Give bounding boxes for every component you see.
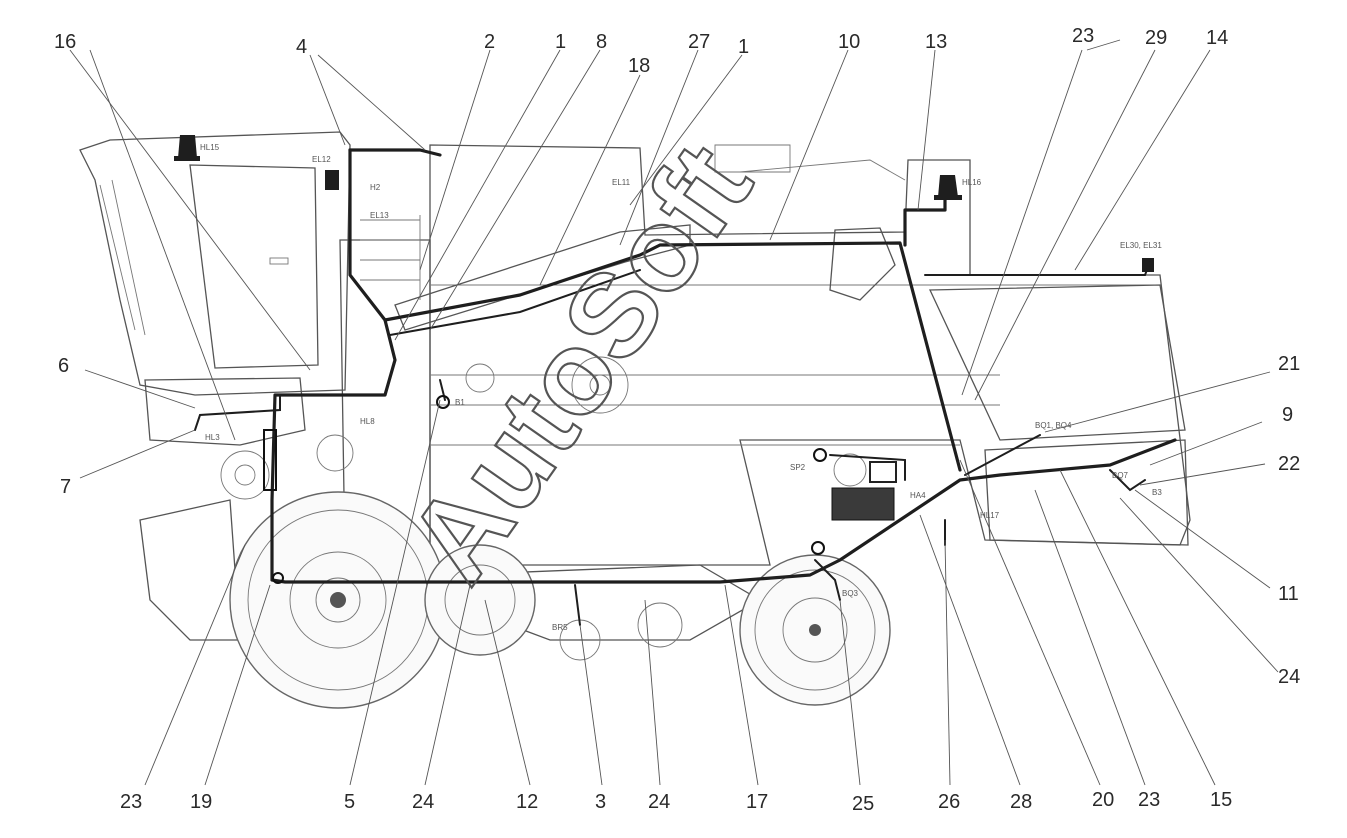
callout-23-bottom-left: 23 xyxy=(120,791,142,813)
label-br5: BR5 xyxy=(552,623,568,632)
callout-24-bottom-b: 24 xyxy=(648,791,670,813)
label-hl17: HL17 xyxy=(980,511,1000,520)
callout-24-right: 24 xyxy=(1278,666,1300,688)
label-bq7: BQ7 xyxy=(1112,471,1129,480)
label-bq1-bq4: BQ1, BQ4 xyxy=(1035,421,1072,430)
callout-3: 3 xyxy=(595,791,606,813)
label-h2: H2 xyxy=(370,183,381,192)
callout-8: 8 xyxy=(596,31,607,53)
label-hl15: HL15 xyxy=(200,143,220,152)
callout-10: 10 xyxy=(838,31,860,53)
rear-wheel xyxy=(739,554,891,706)
autosoft-watermark: AutoSoft xyxy=(383,121,777,605)
callout-2: 2 xyxy=(484,31,495,53)
callout-numbers: 16 4 2 1 8 18 27 1 10 13 23 29 14 6 7 21… xyxy=(54,25,1300,815)
label-el11: EL11 xyxy=(612,178,631,187)
callout-27: 27 xyxy=(688,31,710,53)
callout-12: 12 xyxy=(516,791,538,813)
callout-20: 20 xyxy=(1092,789,1114,811)
component-labels: HL15 EL12 H2 EL13 EL11 HL16 EL30, EL31 H… xyxy=(200,143,1162,632)
callout-14: 14 xyxy=(1206,27,1228,49)
label-hl3: HL3 xyxy=(205,433,220,442)
label-b3: B3 xyxy=(1152,488,1162,497)
callout-5: 5 xyxy=(344,791,355,813)
label-sp2: SP2 xyxy=(790,463,806,472)
callout-25: 25 xyxy=(852,793,874,815)
callout-15: 15 xyxy=(1210,789,1232,811)
beacon-lamps xyxy=(174,135,1154,272)
label-el30-el31: EL30, EL31 xyxy=(1120,241,1162,250)
label-hl16: HL16 xyxy=(962,178,982,187)
label-el12: EL12 xyxy=(312,155,331,164)
callout-1-top: 1 xyxy=(555,31,566,53)
callout-23-bottom-right: 23 xyxy=(1138,789,1160,811)
label-hl8: HL8 xyxy=(360,417,375,426)
leader-lines xyxy=(69,39,1279,786)
callout-11: 11 xyxy=(1278,583,1299,605)
wiring-harness xyxy=(194,148,1177,626)
callout-1-right: 1 xyxy=(738,36,749,58)
callout-7: 7 xyxy=(60,476,71,498)
label-el13: EL13 xyxy=(370,211,389,220)
callout-16: 16 xyxy=(54,31,76,53)
callout-26: 26 xyxy=(938,791,960,813)
callout-19: 19 xyxy=(190,791,212,813)
callout-28: 28 xyxy=(1010,791,1032,813)
callout-23-top: 23 xyxy=(1072,25,1094,47)
label-bq3: BQ3 xyxy=(842,589,859,598)
callout-13: 13 xyxy=(925,31,947,53)
callout-29: 29 xyxy=(1145,27,1167,49)
callout-17: 17 xyxy=(746,791,768,813)
callout-4: 4 xyxy=(296,36,307,58)
label-ha4: HA4 xyxy=(910,491,926,500)
label-b1: B1 xyxy=(455,398,465,407)
small-wheel xyxy=(424,544,536,656)
callout-21: 21 xyxy=(1278,353,1300,375)
callout-18: 18 xyxy=(628,55,650,77)
callout-9: 9 xyxy=(1282,404,1293,426)
callout-22: 22 xyxy=(1278,453,1300,475)
callout-6: 6 xyxy=(58,355,69,377)
callout-24-bottom-a: 24 xyxy=(412,791,434,813)
